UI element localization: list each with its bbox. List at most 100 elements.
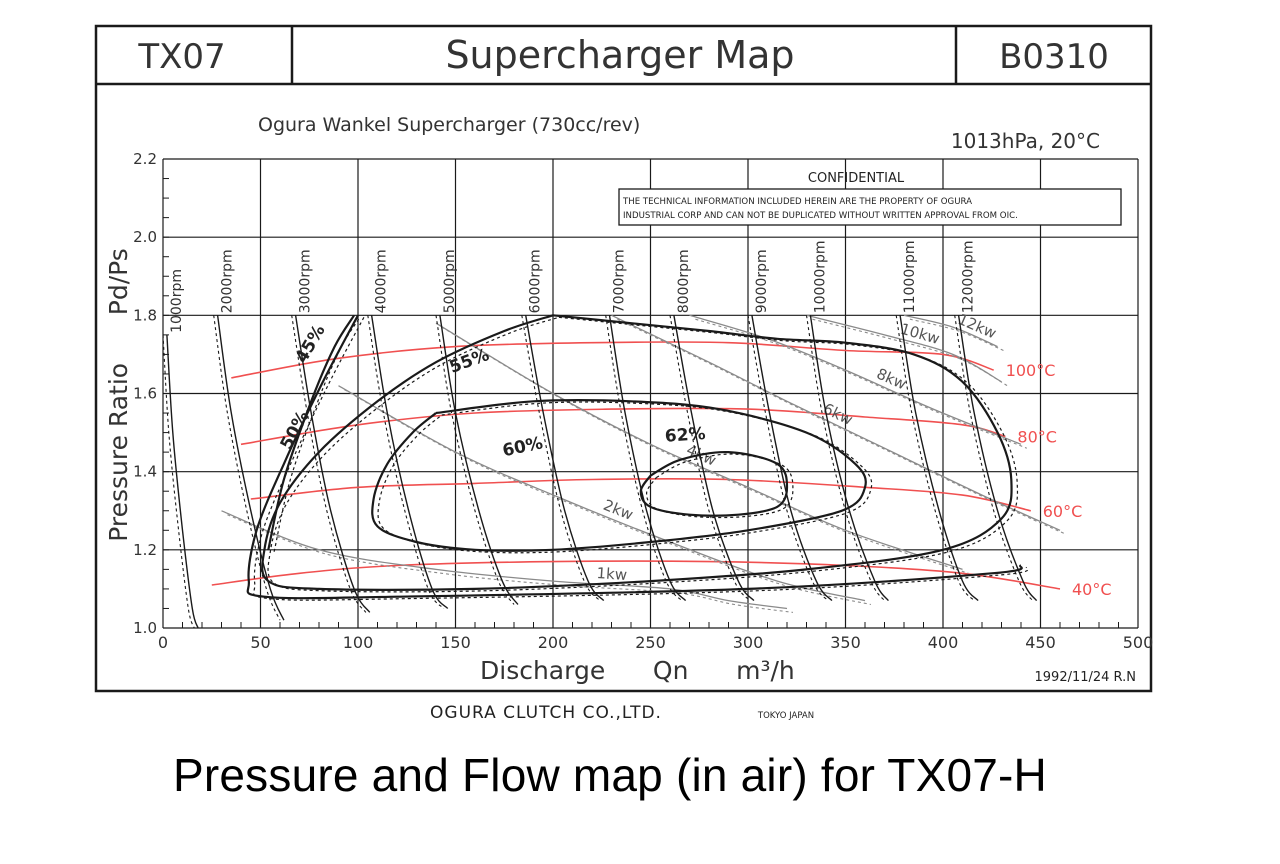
y-tick-label: 1.2 (133, 541, 157, 559)
speed-label: 6000rpm (528, 249, 544, 313)
speed-label: 2000rpm (220, 249, 236, 313)
efficiency-contour (261, 314, 1013, 591)
power-line-measured (227, 514, 793, 613)
confidential-box (618, 188, 1122, 226)
header-title: Supercharger Map (445, 33, 794, 77)
x-tick-label: 300 (733, 633, 764, 652)
speed-line-measured (435, 315, 515, 605)
speed-label: 1000rpm (169, 269, 185, 333)
efficiency-contour-measured (267, 316, 1019, 593)
speed-label: 8000rpm (676, 249, 692, 313)
y-tick-label: 2.0 (133, 228, 157, 246)
power-line-measured (812, 318, 1008, 387)
speed-line (673, 315, 755, 602)
temperature-label: 80°C (1017, 427, 1057, 446)
x-tick-label: 50 (250, 633, 270, 652)
grid (162, 158, 1139, 629)
confidential-heading: CONFIDENTIAL (808, 171, 905, 186)
header-right-code: B0310 (999, 37, 1109, 77)
efficiency-contour-measured (253, 317, 1029, 601)
efficiency-label: 55% (447, 345, 492, 378)
efficiency-contour-measured (273, 316, 361, 552)
confidential-line-2: INDUSTRIAL CORP AND CAN NOT BE DUPLICATE… (623, 211, 1018, 221)
speed-label: 3000rpm (298, 249, 314, 313)
company-name: OGURA CLUTCH CO.,LTD. (430, 703, 662, 723)
x-tick-label: 0 (158, 633, 168, 652)
temperature-line (240, 407, 1006, 446)
speed-label: 4000rpm (374, 249, 390, 313)
efficiency-contour (639, 450, 789, 517)
x-tick-label: 150 (440, 633, 471, 652)
power-line (903, 314, 998, 348)
power-label: 2kw (601, 496, 636, 524)
confidential-line-1: THE TECHNICAL INFORMATION INCLUDED HEREI… (622, 197, 972, 207)
figure-caption: Pressure and Flow map (in air) for TX07-… (173, 749, 1047, 801)
speed-line (166, 334, 199, 629)
speed-line (525, 315, 605, 602)
efficiency-label: 62% (664, 424, 706, 447)
header-left-code: TX07 (137, 37, 225, 77)
speed-label: 12000rpm (961, 240, 977, 313)
y-axis-title: Pressure Ratio Pd/Ps (104, 248, 133, 542)
temperature-label: 100°C (1006, 361, 1056, 380)
y-tick-label: 1.0 (133, 619, 157, 637)
speed-line (294, 315, 371, 613)
company-location: TOKYO JAPAN (757, 711, 814, 721)
x-tick-label: 100 (343, 633, 374, 652)
x-axis-title: Discharge Qn m³/h (480, 656, 795, 685)
chart-subtitle: Ogura Wankel Supercharger (730cc/rev) (258, 114, 640, 136)
power-line-measured (344, 389, 872, 606)
efficiency-contours: 45%50%55%60%62% (246, 314, 1029, 601)
y-tick-label: 1.6 (133, 385, 157, 403)
temperature-label: 60°C (1043, 502, 1083, 521)
outer-frame (94, 24, 1153, 693)
y-tick-label: 1.8 (133, 306, 157, 324)
speed-line-measured (291, 315, 367, 613)
test-conditions: 1013hPa, 20°C (951, 129, 1100, 153)
speed-line (370, 315, 449, 609)
power-line (689, 314, 1022, 445)
x-tick-label: 400 (928, 633, 959, 652)
speed-line-measured (805, 315, 885, 601)
efficiency-label: 50% (277, 408, 314, 453)
y-tick-label: 2.2 (133, 150, 157, 168)
speed-line-measured (605, 315, 683, 601)
power-label: 1kw (596, 564, 628, 584)
y-tick-label: 1.4 (133, 463, 157, 481)
efficiency-contour (246, 314, 1023, 600)
speed-line-measured (521, 315, 601, 601)
speed-line (957, 315, 1038, 602)
temperature-line (211, 560, 1061, 590)
temperature-label: 40°C (1072, 580, 1112, 599)
speed-line (608, 315, 687, 602)
power-line (221, 510, 788, 610)
efficiency-contour (371, 399, 867, 552)
x-tick-label: 250 (635, 633, 666, 652)
speed-line (809, 315, 889, 602)
efficiency-contour-measured (645, 453, 794, 519)
power-line (611, 314, 1061, 531)
efficiency-label: 60% (501, 433, 545, 461)
x-tick-label: 450 (1025, 633, 1056, 652)
power-line-measured (441, 326, 969, 574)
speed-line-measured (669, 315, 751, 601)
speed-line (899, 315, 979, 602)
power-line-measured (695, 318, 1028, 449)
power-line-measured (617, 318, 1067, 535)
speed-line-measured (367, 315, 445, 609)
power-line (338, 385, 866, 602)
x-tick-label: 500 (1123, 633, 1154, 652)
power-line (806, 314, 1002, 383)
efficiency-contour-measured (377, 401, 873, 554)
speed-label: 5000rpm (442, 249, 458, 313)
date-initials: 1992/11/24 R.N (1035, 670, 1137, 685)
speed-label: 7000rpm (612, 249, 628, 313)
speed-label: 9000rpm (754, 249, 770, 313)
speed-line-measured (162, 334, 195, 629)
speed-line-measured (747, 315, 829, 601)
efficiency-contour (267, 314, 356, 551)
speed-line-measured (895, 315, 975, 601)
